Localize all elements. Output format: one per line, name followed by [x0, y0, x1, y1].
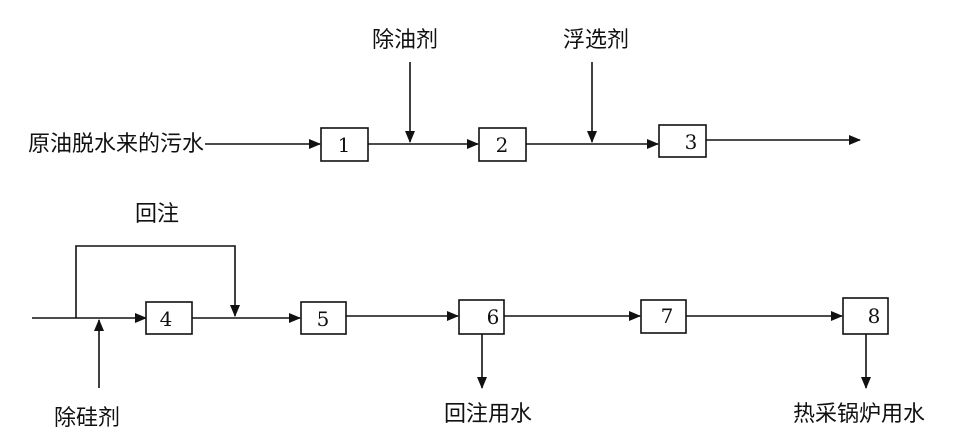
unit-box-5 [300, 301, 347, 335]
label-boiler-water: 热采锅炉用水 [793, 402, 926, 427]
label-reinject-water: 回注用水 [444, 402, 533, 427]
unit-box-8 [842, 297, 889, 335]
label-desilicon-agent: 除硅剂 [54, 406, 121, 431]
unit-box-2 [478, 127, 527, 162]
label-deoiler-agent: 除油剂 [372, 28, 439, 53]
unit-box-4 [145, 301, 193, 335]
unit-number-5: 5 [317, 307, 330, 331]
unit-number-4: 4 [160, 307, 173, 331]
label-flotation-agent: 浮选剂 [563, 28, 630, 53]
unit-box-1 [320, 127, 369, 162]
unit-number-8: 8 [868, 304, 881, 328]
unit-box-6 [458, 299, 505, 335]
unit-box-7 [640, 299, 687, 334]
unit-box-3 [658, 124, 707, 158]
label-reinject-loop: 回注 [135, 202, 180, 227]
unit-number-7: 7 [661, 304, 674, 328]
unit-number-2: 2 [496, 133, 509, 157]
reinject-loop-line [75, 245, 240, 318]
label-source-wastewater: 原油脱水来的污水 [28, 132, 205, 157]
unit-number-3: 3 [685, 130, 698, 154]
unit-number-6: 6 [487, 305, 500, 329]
unit-number-1: 1 [338, 133, 351, 157]
